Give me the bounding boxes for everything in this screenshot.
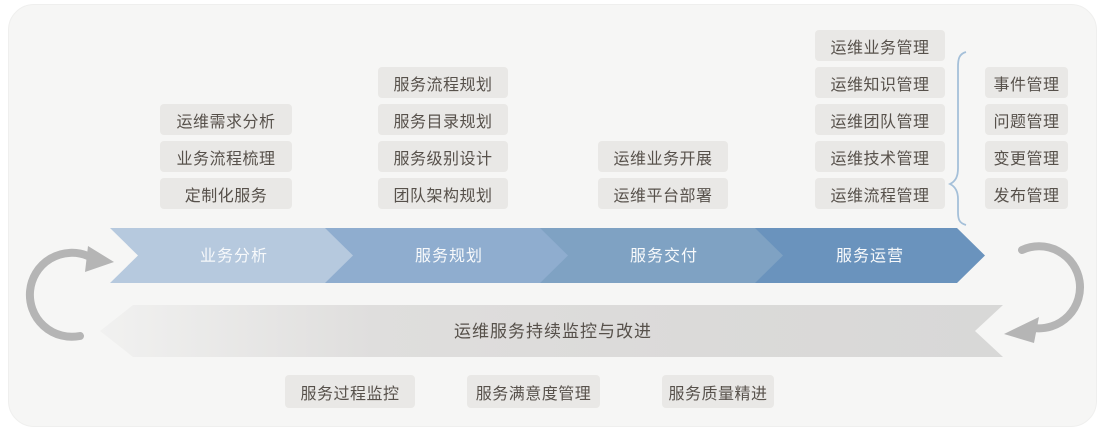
loop-arrow-left-icon bbox=[25, 246, 114, 341]
business-process-sorting-box: 业务流程梳理 bbox=[160, 141, 292, 172]
om-requirements-analysis-box: 运维需求分析 bbox=[160, 104, 292, 135]
change-mgmt-box: 变更管理 bbox=[985, 141, 1068, 172]
continuous-monitoring-banner bbox=[100, 305, 1003, 357]
stage-label-service-operations: 服务运营 bbox=[836, 247, 904, 265]
service-catalog-planning-box: 服务目录规划 bbox=[378, 104, 508, 135]
problem-mgmt-box: 问题管理 bbox=[985, 104, 1068, 135]
loop-arrow-right-icon bbox=[1004, 242, 1084, 343]
om-team-mgmt-box: 运维团队管理 bbox=[815, 104, 945, 135]
om-business-launch-box: 运维业务开展 bbox=[598, 141, 728, 172]
stage-arrow-service-planning bbox=[325, 228, 573, 283]
service-process-monitoring-box: 服务过程监控 bbox=[285, 375, 415, 408]
service-process-planning-box: 服务流程规划 bbox=[378, 67, 508, 98]
brace-icon bbox=[947, 51, 967, 226]
stage-arrow-service-operations bbox=[755, 228, 985, 283]
service-satisfaction-mgmt-box: 服务满意度管理 bbox=[467, 375, 600, 408]
om-business-mgmt-box: 运维业务管理 bbox=[815, 30, 945, 61]
om-technology-mgmt-box: 运维技术管理 bbox=[815, 141, 945, 172]
stage-label-service-delivery: 服务交付 bbox=[630, 247, 698, 265]
stage-label-service-planning: 服务规划 bbox=[415, 247, 483, 265]
service-quality-improvement-box: 服务质量精进 bbox=[662, 375, 774, 408]
stage-arrow-business-analysis bbox=[110, 228, 358, 283]
service-level-design-box: 服务级别设计 bbox=[378, 141, 508, 172]
om-platform-deployment-box: 运维平台部署 bbox=[598, 178, 728, 209]
om-process-mgmt-box: 运维流程管理 bbox=[815, 178, 945, 209]
stage-label-business-analysis: 业务分析 bbox=[200, 247, 268, 265]
continuous-monitoring-label: 运维服务持续监控与改进 bbox=[454, 322, 652, 341]
customized-service-box: 定制化服务 bbox=[160, 178, 292, 209]
om-knowledge-mgmt-box: 运维知识管理 bbox=[815, 67, 945, 98]
stage-arrow-service-delivery bbox=[540, 228, 788, 283]
release-mgmt-box: 发布管理 bbox=[985, 178, 1068, 209]
team-structure-planning-box: 团队架构规划 bbox=[378, 178, 508, 209]
incident-mgmt-box: 事件管理 bbox=[985, 67, 1068, 98]
